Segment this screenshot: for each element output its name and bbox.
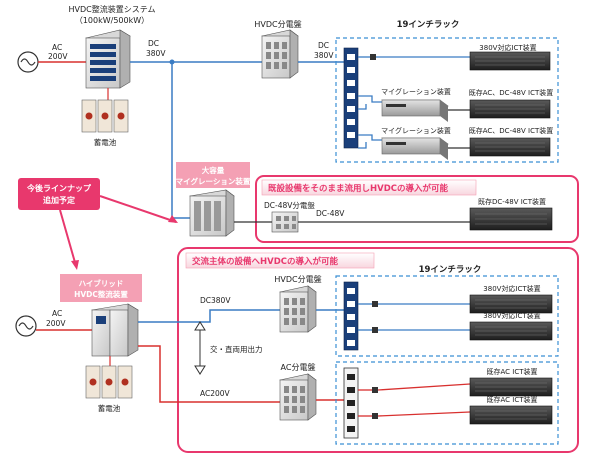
server-icon-legacy-1 <box>469 99 551 119</box>
dual-output-label: 交・直両用出力 <box>210 344 263 354</box>
server-icon-dc48 <box>469 207 553 231</box>
reuse-section-frame <box>255 175 579 243</box>
future-lineup-callout <box>18 178 100 210</box>
large-migration-label-1: 大容量 <box>202 165 225 175</box>
ac-label-top-2: 200V <box>48 52 68 61</box>
dc380-line-label: DC380V <box>200 296 231 305</box>
battery-icon-top <box>81 99 129 133</box>
ac-hvdc-banner: 交流主体の設備へHVDCの導入が可能 <box>192 256 338 267</box>
server-icon-380v-bottom-2 <box>469 321 553 341</box>
dc-label-top-4: 380V <box>314 51 334 60</box>
ac-label-top-1: AC <box>52 43 62 52</box>
large-migration-label-2: マイグレーション装置 <box>176 176 251 186</box>
dc-label-top-3: DC <box>318 41 329 50</box>
rack-title-top: 19インチラック <box>397 19 460 30</box>
system-title-1: HVDC整流装置システム <box>69 4 156 14</box>
rack-frame-bottom-hvdc <box>335 275 559 357</box>
hvdc-panel-label-top: HVDC分電盤 <box>254 19 301 29</box>
system-title-2: （100kW/500kW） <box>75 16 149 25</box>
ict-380v-label-bottom-2: 380V対応ICT装置 <box>483 311 540 320</box>
dc-label-top-2: 380V <box>146 49 166 58</box>
hybrid-label-box <box>60 274 142 302</box>
large-migration-icon <box>189 189 235 237</box>
ac-source-icon <box>17 51 39 73</box>
dc48-line-label: DC-48V <box>316 209 345 218</box>
rack-title-bottom: 19インチラック <box>419 264 482 275</box>
reuse-banner-box <box>261 179 477 196</box>
callout-arrow-2 <box>59 209 79 270</box>
migration-device-icon-1 <box>381 99 449 122</box>
callout-arrow-1 <box>99 195 178 223</box>
dc-label-top-1: DC <box>148 39 159 48</box>
hvdc-panel-icon-bottom <box>279 285 317 333</box>
ac-label-bottom-1: AC <box>52 309 62 318</box>
rack-frame-bottom-ac <box>335 361 559 445</box>
ac-hvdc-section-frame <box>177 247 579 453</box>
large-migration-label-box <box>176 162 250 188</box>
ict-ac-label-1: 既存AC ICT装置 <box>486 367 537 376</box>
ac-panel-label: AC分電盤 <box>281 362 316 372</box>
migration-device-label-1: マイグレーション装置 <box>381 87 451 96</box>
ict-legacy-label-1: 既存AC、DC-48V ICT装置 <box>469 88 554 97</box>
rack-frame-top <box>335 37 559 163</box>
power-strip-top <box>343 47 359 149</box>
hybrid-rectifier-icon <box>91 303 139 357</box>
battery-label-bottom: 蓄電池 <box>98 403 121 413</box>
server-icon-legacy-2 <box>469 137 551 157</box>
server-icon-ac-2 <box>469 405 553 425</box>
hybrid-label-2: HVDC整流装置 <box>74 289 128 299</box>
ict-ac-label-2: 既存AC ICT装置 <box>486 395 537 404</box>
ict-dc48-label: 既存DC-48V ICT装置 <box>478 197 546 206</box>
hvdc-rectifier-icon <box>85 29 131 89</box>
ict-380v-label-bottom-1: 380V対応ICT装置 <box>483 284 540 293</box>
ict-legacy-label-2: 既存AC、DC-48V ICT装置 <box>469 126 554 135</box>
power-strip-bottom-ac <box>343 367 359 439</box>
ac-hvdc-banner-box <box>185 252 375 269</box>
server-icon-ac-1 <box>469 377 553 397</box>
reuse-banner: 既設設備をそのまま流用しHVDCの導入が可能 <box>268 183 448 194</box>
migration-device-label-2: マイグレーション装置 <box>381 126 451 135</box>
server-icon-380v-top <box>469 51 551 71</box>
ac200-line-label: AC200V <box>200 389 231 398</box>
hvdc-panel-label-bottom: HVDC分電盤 <box>274 274 321 284</box>
server-icon-380v-bottom-1 <box>469 294 553 314</box>
dc48-panel-label: DC-48V分電盤 <box>264 200 315 210</box>
migration-device-icon-2 <box>381 137 449 160</box>
power-strip-bottom-hvdc <box>343 281 359 351</box>
future-lineup-callout-1: 今後ラインナップ <box>26 183 92 193</box>
ac-label-bottom-2: 200V <box>46 319 66 328</box>
future-lineup-callout-2: 追加予定 <box>43 195 75 205</box>
hybrid-label-1: ハイブリッド <box>79 278 124 288</box>
ict-380v-label-top: 380V対応ICT装置 <box>479 43 536 52</box>
dc48-panel-icon <box>271 211 299 233</box>
ac-panel-icon <box>279 373 317 421</box>
dual-output-arrow-icon <box>194 321 206 375</box>
battery-label-top: 蓄電池 <box>94 137 117 147</box>
battery-icon-bottom <box>85 365 133 399</box>
hvdc-panel-icon-top <box>261 29 299 79</box>
ac-source-icon-bottom <box>15 315 37 337</box>
